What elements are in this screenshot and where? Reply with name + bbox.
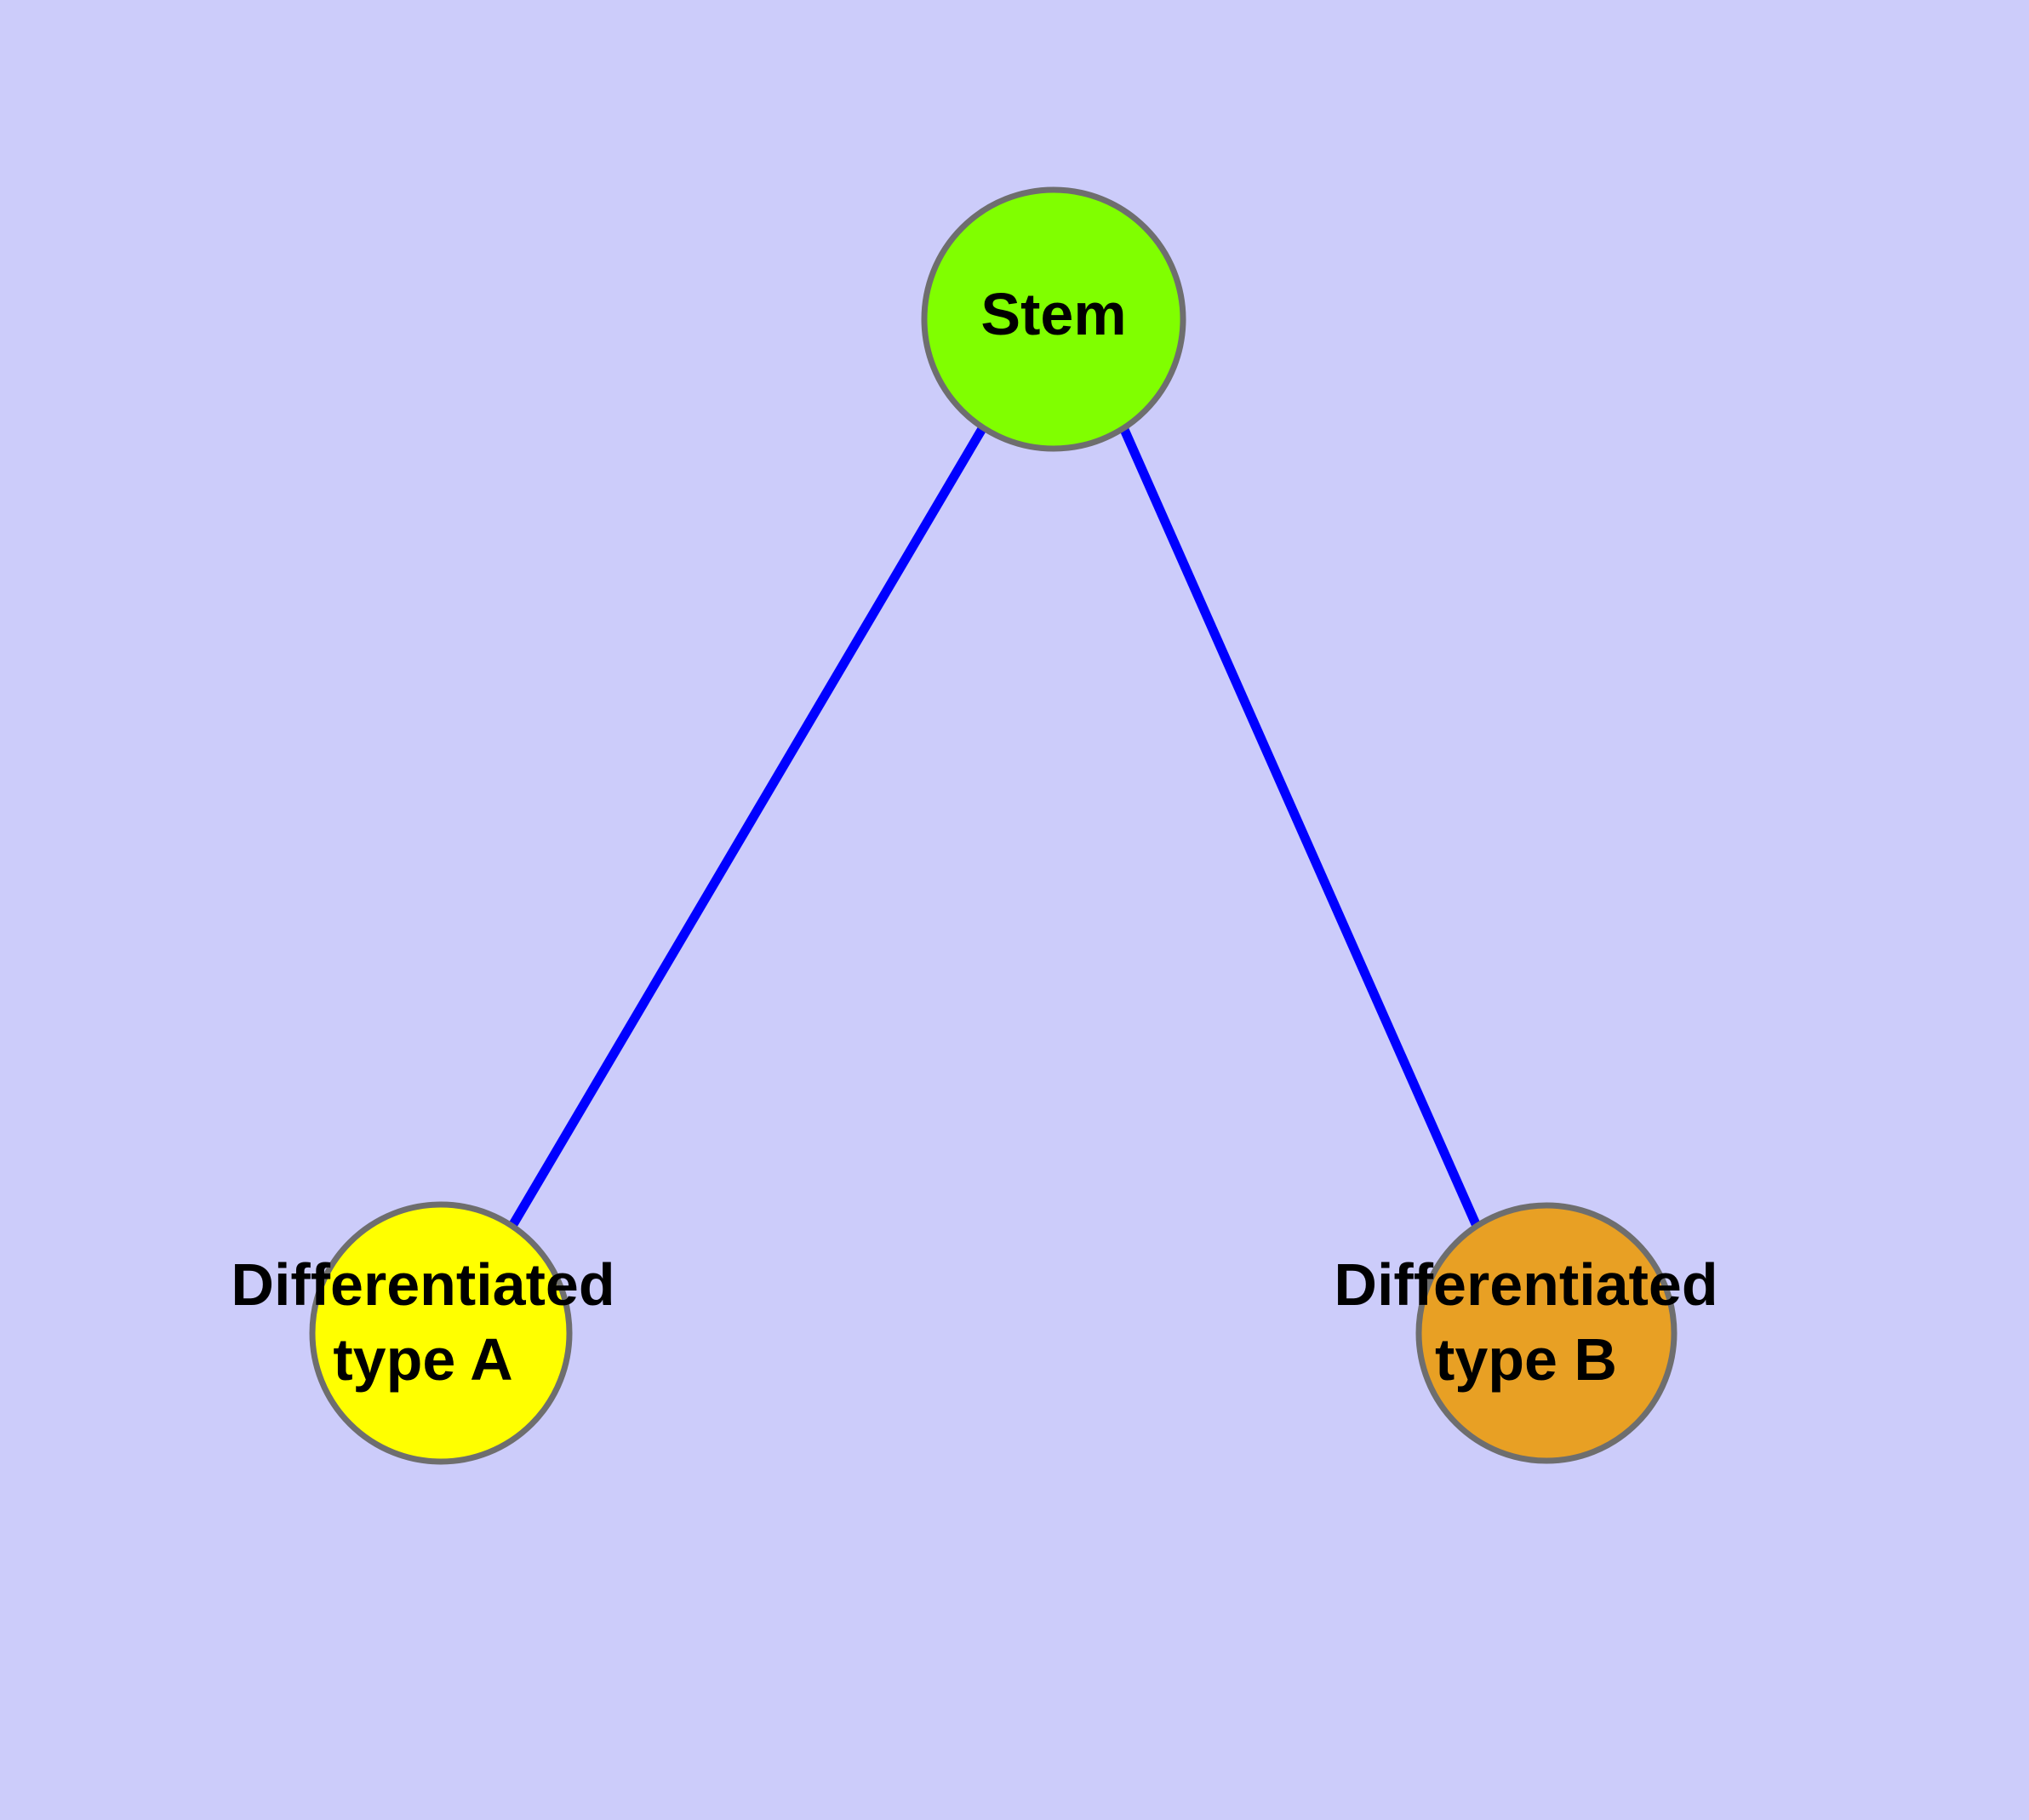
node-stem[interactable]: Stem [921,186,1186,452]
node-label-diff-b: Differentiated type B [1334,1251,1718,1393]
node-label-line: type A [333,1326,512,1393]
node-diff-b[interactable]: Differentiated type B [1334,1202,1718,1464]
edge-stem-to-diff-b[interactable] [1117,423,1481,1227]
node-label-line: Differentiated [231,1251,614,1318]
edge-stem-to-diff-a[interactable] [508,425,987,1228]
edge-layer [508,423,1481,1228]
node-label-line: Differentiated [1334,1251,1718,1318]
node-circle-diff-a[interactable] [309,1201,573,1465]
node-label-line: type B [1435,1326,1617,1393]
node-diff-a[interactable]: Differentiated type A [231,1201,615,1465]
node-label-line: Stem [980,281,1126,347]
node-label-diff-a: Differentiated type A [231,1251,614,1393]
node-circle-stem[interactable] [921,186,1186,452]
node-circle-diff-b[interactable] [1415,1202,1677,1464]
node-label-stem: Stem [980,281,1126,347]
